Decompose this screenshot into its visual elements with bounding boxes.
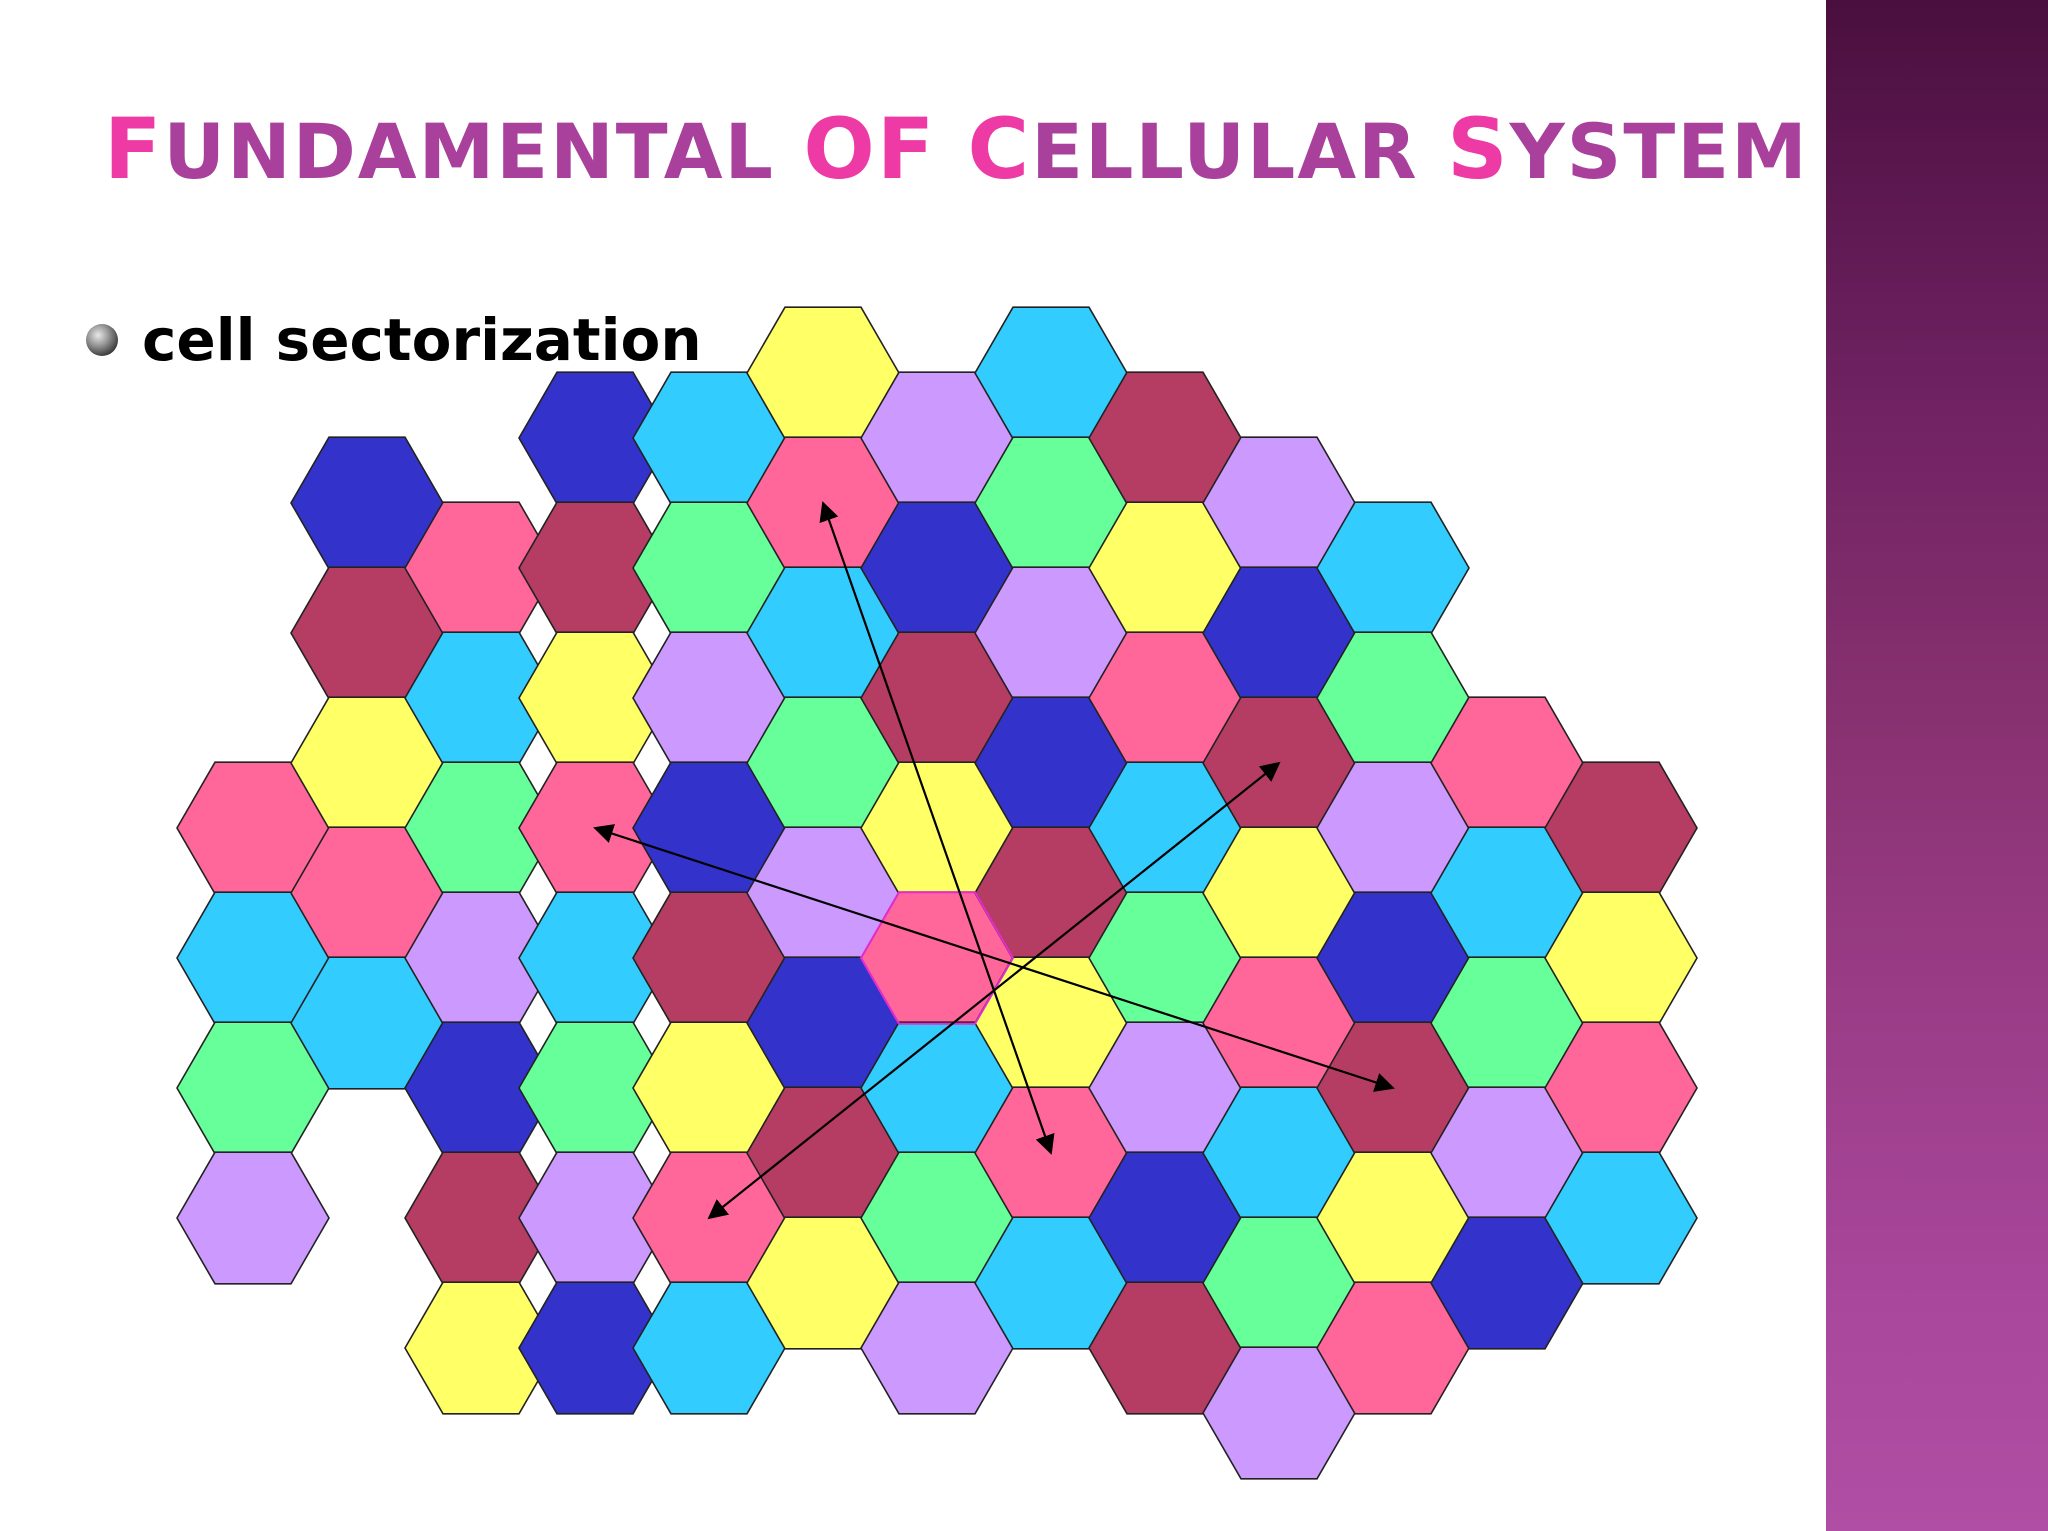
slide-canvas: FUNDAMENTAL OF CELLULAR SYSTEM cell sect… <box>86 100 1809 1480</box>
title-part: S <box>1447 100 1510 198</box>
bullet-item: cell sectorization <box>86 300 702 380</box>
title-part: UNDAMENTAL <box>163 107 804 196</box>
decorative-side-band <box>1826 0 2048 1531</box>
title-part: C <box>967 100 1032 198</box>
title-part: O <box>803 100 877 198</box>
hex-cell-yellow <box>404 1281 558 1415</box>
bullet-dot-icon <box>86 324 118 356</box>
hex-cells-group <box>176 306 1698 1480</box>
interference-arrows-group <box>593 501 1395 1220</box>
bullet-text: cell sectorization <box>142 306 702 374</box>
hex-cell-navy <box>518 1281 672 1415</box>
title-part: F <box>104 100 164 198</box>
title-part: F <box>876 100 968 198</box>
hex-cell-lavender <box>176 1151 330 1285</box>
hexagonal-cell-diagram <box>176 306 1698 1480</box>
title-part: ELLULAR <box>1031 107 1448 196</box>
interference-arrow <box>593 824 1395 1092</box>
slide-title: FUNDAMENTAL OF CELLULAR SYSTEM <box>104 100 1809 198</box>
title-part: YSTEM <box>1509 107 1809 196</box>
hex-cell-cyan <box>1544 1151 1698 1285</box>
